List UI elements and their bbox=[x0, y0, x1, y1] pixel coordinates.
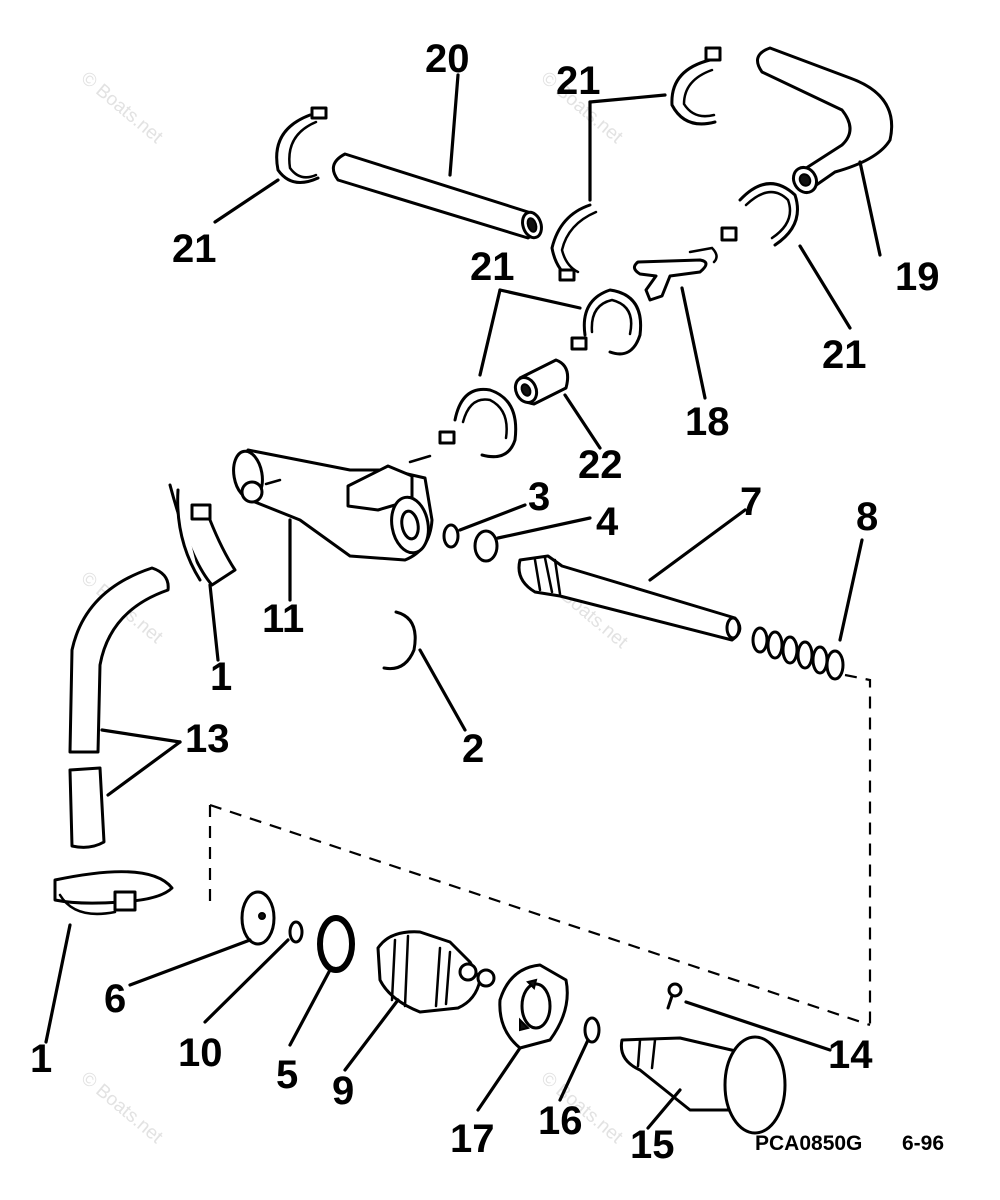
assembly-line-3 bbox=[844, 673, 872, 1025]
part-22-spacer bbox=[513, 358, 570, 406]
callout-4: 4 bbox=[596, 500, 619, 544]
callout-19: 19 bbox=[895, 255, 940, 299]
part-14-screw bbox=[666, 982, 683, 1010]
part-3-o-ring bbox=[442, 523, 460, 549]
callout-21-right: 21 bbox=[822, 333, 867, 377]
callout-7: 7 bbox=[740, 480, 762, 524]
part-5-seal bbox=[317, 915, 355, 973]
callout-21-top-center: 21 bbox=[556, 59, 601, 103]
callout-16: 16 bbox=[538, 1099, 583, 1143]
callout-8: 8 bbox=[856, 495, 878, 539]
callout-21-mid-center: 21 bbox=[470, 245, 515, 289]
revision-date: 6-96 bbox=[902, 1132, 944, 1155]
part-7-plunger bbox=[517, 554, 742, 642]
callout-20: 20 bbox=[425, 37, 470, 81]
part-20-hose bbox=[331, 152, 543, 240]
callout-22: 22 bbox=[578, 443, 623, 487]
part-21-clamp-top-left bbox=[275, 106, 328, 184]
callout-18: 18 bbox=[685, 400, 730, 444]
callout-6: 6 bbox=[104, 977, 126, 1021]
part-11-housing bbox=[232, 448, 434, 562]
callout-11: 11 bbox=[262, 597, 304, 641]
part-13-hose bbox=[68, 566, 170, 849]
part-2-retaining-ring bbox=[382, 610, 417, 671]
part-9-valve-body bbox=[376, 930, 496, 1014]
callout-15: 15 bbox=[630, 1123, 675, 1167]
part-8-spring bbox=[751, 626, 845, 681]
part-21-clamp-middle bbox=[570, 288, 643, 356]
callout-21-top-left: 21 bbox=[172, 227, 217, 271]
part-1-strap-lower bbox=[53, 870, 174, 916]
assembly-line-2 bbox=[209, 803, 871, 1027]
callout-14: 14 bbox=[828, 1033, 873, 1077]
part-18-tee-fitting bbox=[633, 246, 718, 302]
callout-13: 13 bbox=[185, 717, 230, 761]
callout-9: 9 bbox=[332, 1069, 354, 1113]
callouts: 20 21 21 21 19 21 18 22 3 4 7 8 11 1 13 … bbox=[30, 37, 940, 1167]
part-6-washer bbox=[240, 890, 276, 946]
callout-3: 3 bbox=[528, 475, 550, 519]
callout-2: 2 bbox=[462, 727, 484, 771]
part-17-nut bbox=[498, 963, 569, 1050]
callout-10: 10 bbox=[178, 1031, 223, 1075]
figure-code: PCA0850G bbox=[755, 1132, 862, 1155]
part-4-o-ring bbox=[473, 529, 499, 563]
part-1-strap-upper bbox=[168, 483, 237, 587]
callout-17: 17 bbox=[450, 1117, 495, 1161]
part-15-knob bbox=[619, 1035, 787, 1135]
part-21-clamp-top-right bbox=[670, 46, 722, 126]
callout-1-upper: 1 bbox=[210, 655, 232, 699]
part-19-elbow-hose bbox=[756, 46, 894, 195]
watermark-1: © Boats.net bbox=[77, 68, 167, 149]
callout-1-lower: 1 bbox=[30, 1037, 52, 1081]
callout-5: 5 bbox=[276, 1053, 298, 1097]
part-16-o-ring bbox=[583, 1016, 601, 1044]
part-21-clamp-lower bbox=[438, 387, 518, 459]
part-10-o-ring bbox=[288, 920, 304, 944]
leader-lines bbox=[44, 73, 882, 1130]
part-21-clamp-center bbox=[550, 203, 598, 282]
watermark-5: © Boats.net bbox=[77, 1068, 167, 1149]
part-21-clamp-right bbox=[720, 182, 799, 247]
